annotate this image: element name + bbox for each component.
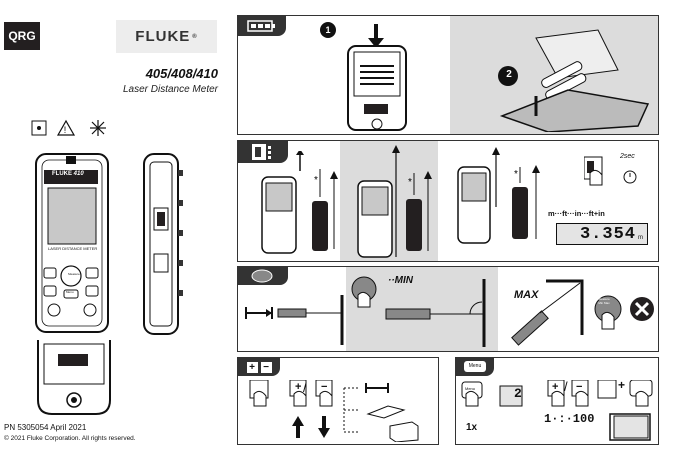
battery-door-illustration [320,22,407,131]
step-2-label: 2 [506,69,512,80]
menu-display-digit: 2 [514,386,522,401]
minus-icon: − [260,361,272,373]
up-arrow-icon [292,416,304,438]
min-label: ··MIN [388,275,414,286]
panel-menu: Menu Menu 1x 2 / + − + 1·:·100 [455,357,659,445]
menu-combo-plus: + [618,378,626,392]
device-front-view [35,153,109,333]
menu-minus-sign: − [576,381,583,393]
minmax-max-illustration [511,279,654,346]
panel-menu-header: Menu [456,358,494,376]
panel-add-header: + − [238,358,280,376]
svg-text:*: * [408,177,412,188]
battery-icon [247,20,275,32]
menu-slash: / [564,379,568,394]
minmax-wall-illustration [245,295,344,345]
plus-icon: + [246,361,258,373]
panel-reference-header [238,141,288,163]
distance-display: 3.354 m [556,223,648,245]
press-count: 1x [466,422,478,433]
add-minus-sign: − [321,381,328,393]
reference-rear-illustration: * [261,151,338,254]
reference-press-hold-icon [584,156,637,186]
add-slash: / [303,380,307,395]
laser-class-icon [31,120,47,136]
model-numbers: 405/408/410 [145,66,218,81]
down-arrow-icon [318,416,330,438]
svg-text:*: * [514,169,518,180]
step-1-label: 1 [325,25,331,35]
svg-text:!: ! [64,125,67,135]
menu-display-value: 1·:·100 [544,412,595,426]
device-back-view [37,340,111,415]
add-plus-sign: + [295,381,302,393]
qrg-badge: QRG [4,22,40,50]
menu-illustration [461,380,653,441]
warning-triangle-icon [56,119,76,136]
device-side-view [143,153,183,335]
panel-battery-install: 1 2 [237,15,659,135]
panel-reference-point: * * * 2sec m···ft···in···ft+in 3.354 m [237,140,659,262]
device-menu-button-label: Menu [66,290,74,294]
reference-tripod-illustration: * [457,147,540,244]
device-measure-button-label: Measure [68,272,80,276]
measure-button-icon [251,269,273,283]
max-label: MAX [514,289,539,301]
menu-plus-sign: + [552,381,559,393]
product-subtitle: Laser Distance Meter [122,84,218,95]
reference-icon [252,144,271,160]
panel-minmax-header [238,267,288,285]
brand-name: FLUKE [135,28,191,45]
menu-button-label: Menu [465,386,476,391]
copyright: © 2021 Fluke Corporation. All rights res… [4,435,136,442]
distance-reading: 3.354 [579,224,636,244]
device-brand-label: FLUKE 410 [52,171,84,177]
safety-warning-icons: ! [31,119,106,136]
unit-cycle-label: m···ft···in···ft+in [548,209,605,218]
svg-text:*: * [314,175,318,186]
panel-battery-header [238,16,286,36]
minmax-min-illustration [351,276,486,347]
timer-label: 2sec [620,153,635,160]
menu-button-icon: Menu [464,361,486,372]
registered-mark: ® [192,33,198,40]
panel-add-subtract: + − / + − [237,357,439,445]
part-number: PN 5305054 April 2021 [4,423,87,432]
laser-burst-icon [90,120,106,136]
distance-unit: m [638,235,643,241]
battery-insert-illustration [498,29,650,132]
reference-front-illustration: * [357,145,432,258]
device-screen-label: LASER DISTANCE METER [48,246,98,251]
fluke-logo: FLUKE® [116,20,217,53]
add-subtract-illustration [249,380,419,442]
